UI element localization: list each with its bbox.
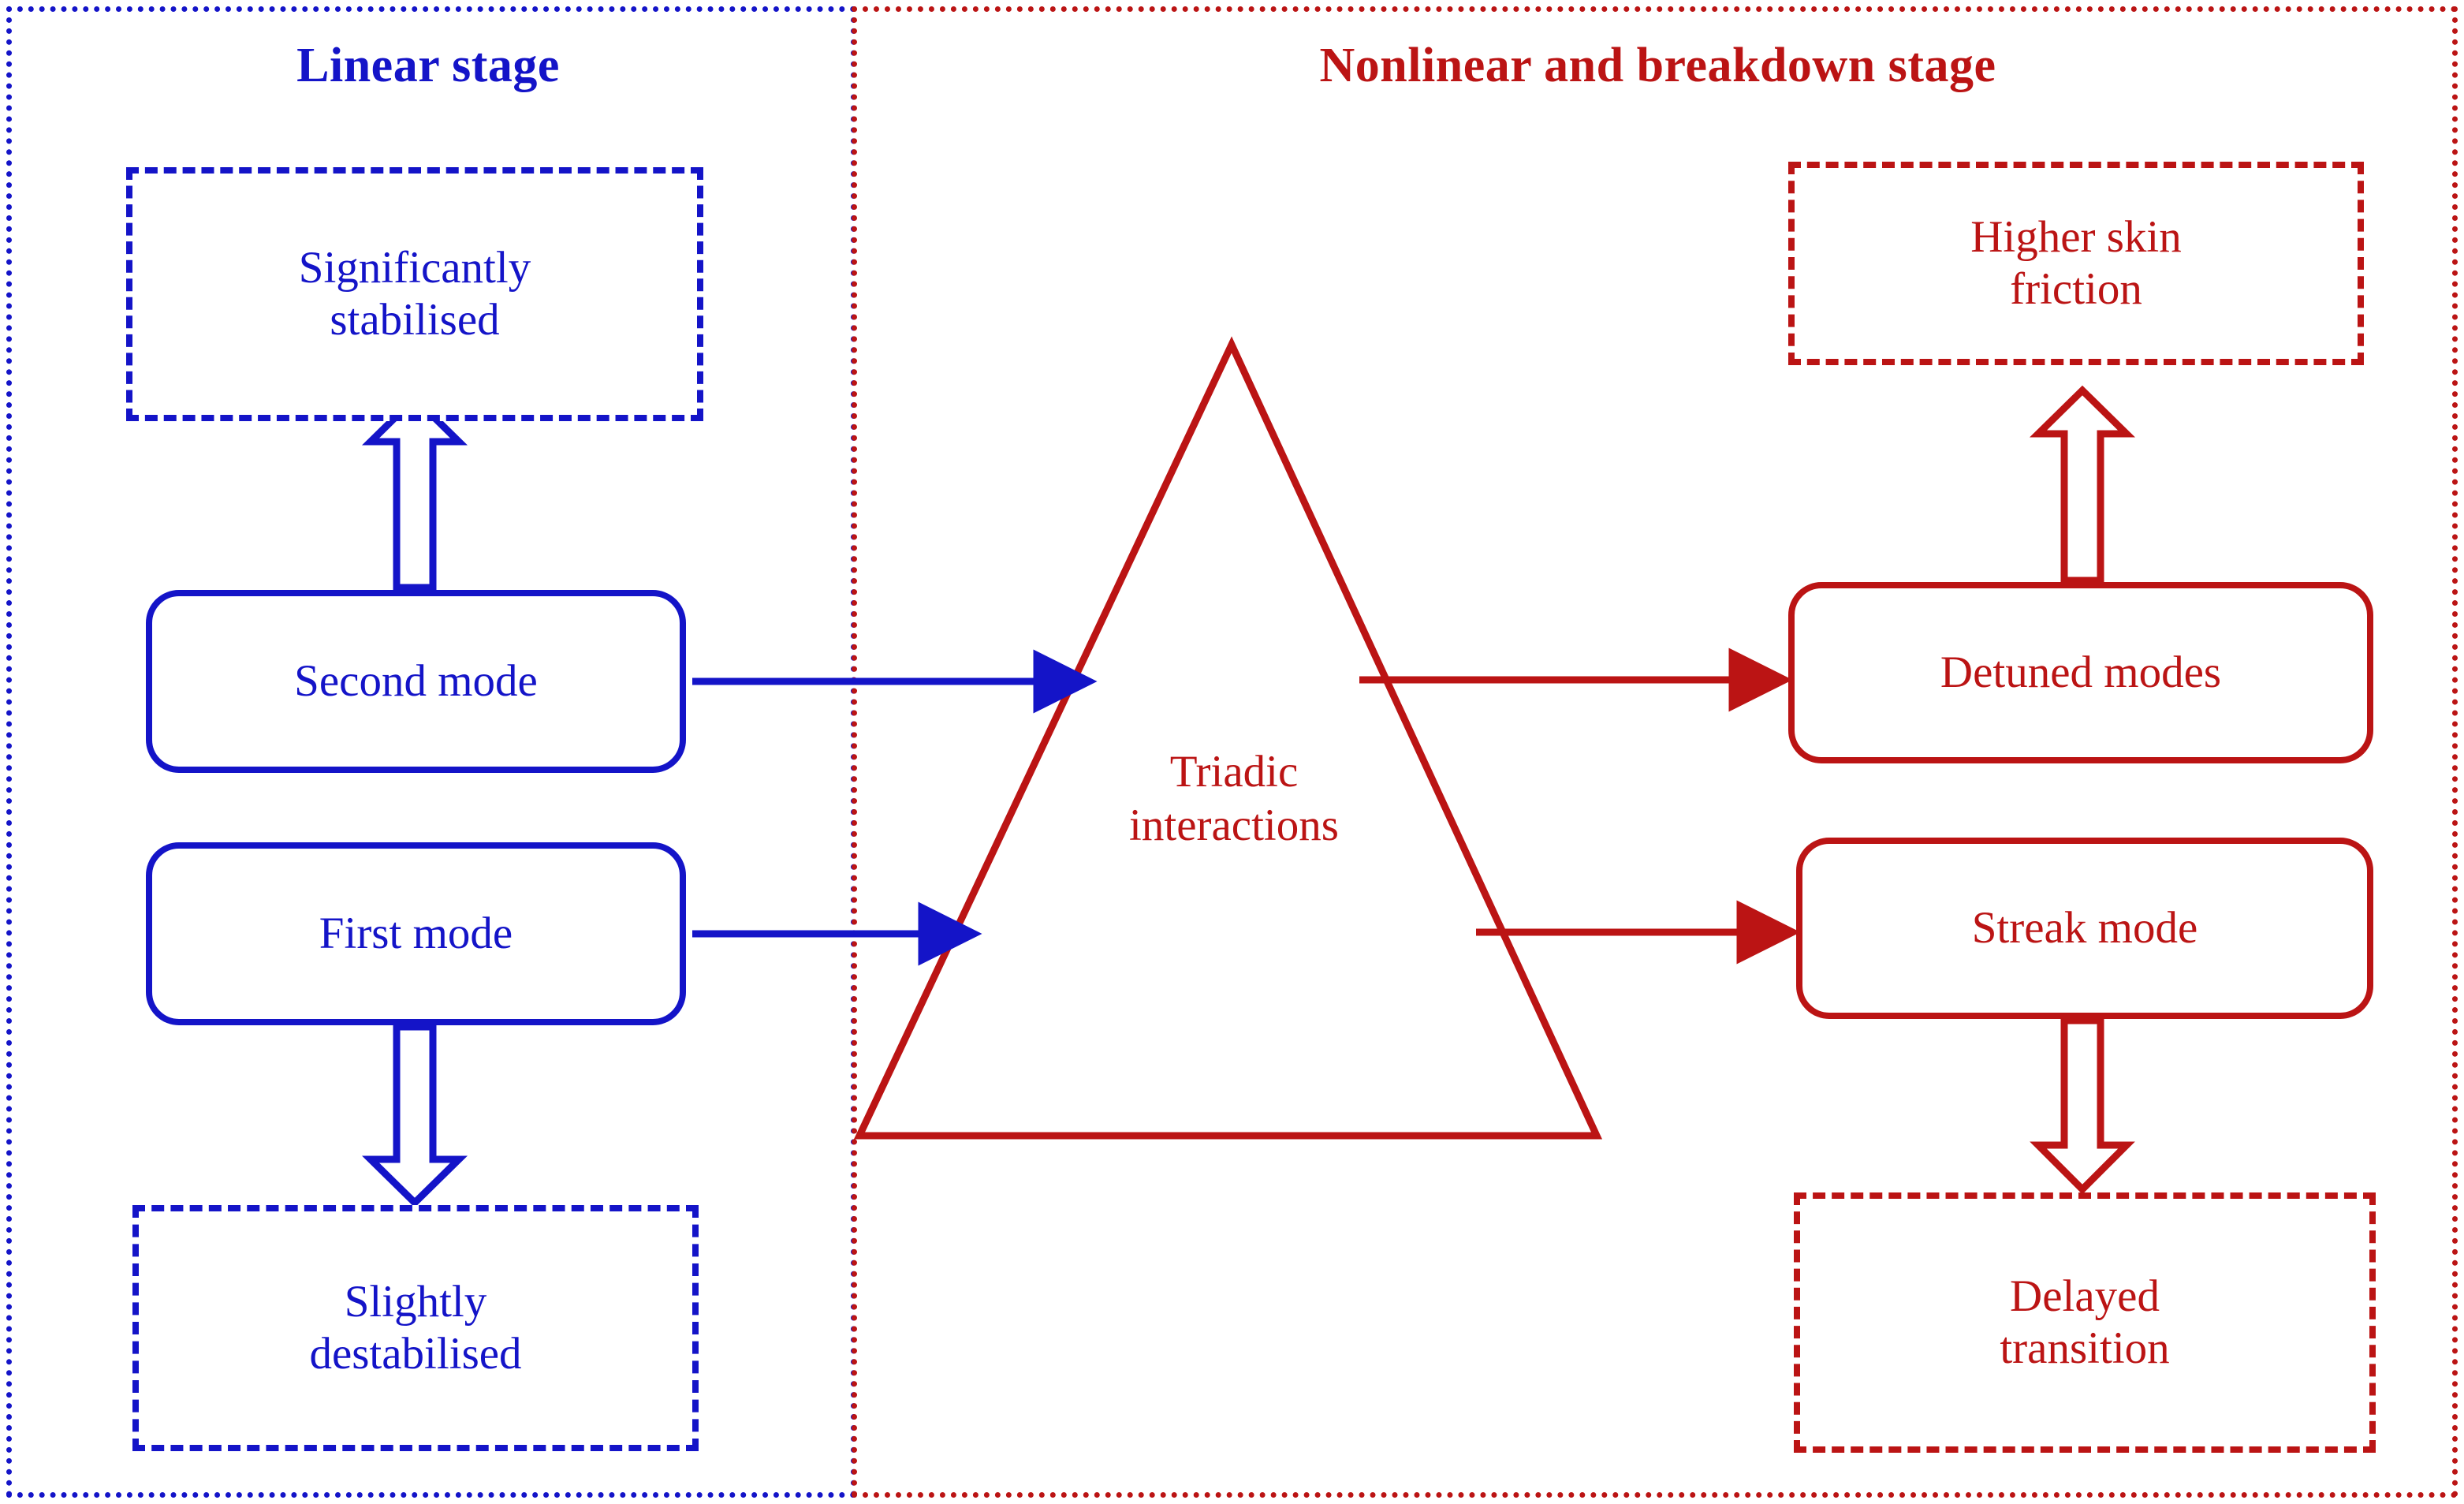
node-detuned-modes[interactable]: Detuned modes [1788, 582, 2373, 763]
node-detuned-modes-label: Detuned modes [1940, 648, 2222, 698]
panel-title-nonlinear-breakdown-stage: Nonlinear and breakdown stage [1319, 39, 1996, 92]
node-delayed-transition-label: Delayed transition [2000, 1271, 2170, 1373]
node-delayed-transition[interactable]: Delayed transition [1794, 1192, 2376, 1453]
node-significantly-stabilised[interactable]: Significantly stabilised [126, 167, 703, 421]
node-higher-skin-friction-label: Higher skin friction [1970, 212, 2182, 314]
node-second-mode[interactable]: Second mode [146, 590, 686, 773]
panel-title-linear-stage: Linear stage [296, 39, 560, 92]
node-first-mode[interactable]: First mode [146, 842, 686, 1025]
node-second-mode-label: Second mode [294, 656, 538, 707]
node-first-mode-label: First mode [319, 909, 513, 959]
node-streak-mode[interactable]: Streak mode [1796, 838, 2373, 1019]
node-slightly-destabilised[interactable]: Slightly destabilised [132, 1205, 699, 1451]
node-streak-mode-label: Streak mode [1971, 903, 2198, 954]
node-significantly-stabilised-label: Significantly stabilised [298, 243, 531, 345]
node-slightly-destabilised-label: Slightly destabilised [309, 1277, 522, 1379]
node-higher-skin-friction[interactable]: Higher skin friction [1788, 162, 2364, 365]
node-triadic-interactions-label: Triadic interactions [1129, 747, 1339, 851]
